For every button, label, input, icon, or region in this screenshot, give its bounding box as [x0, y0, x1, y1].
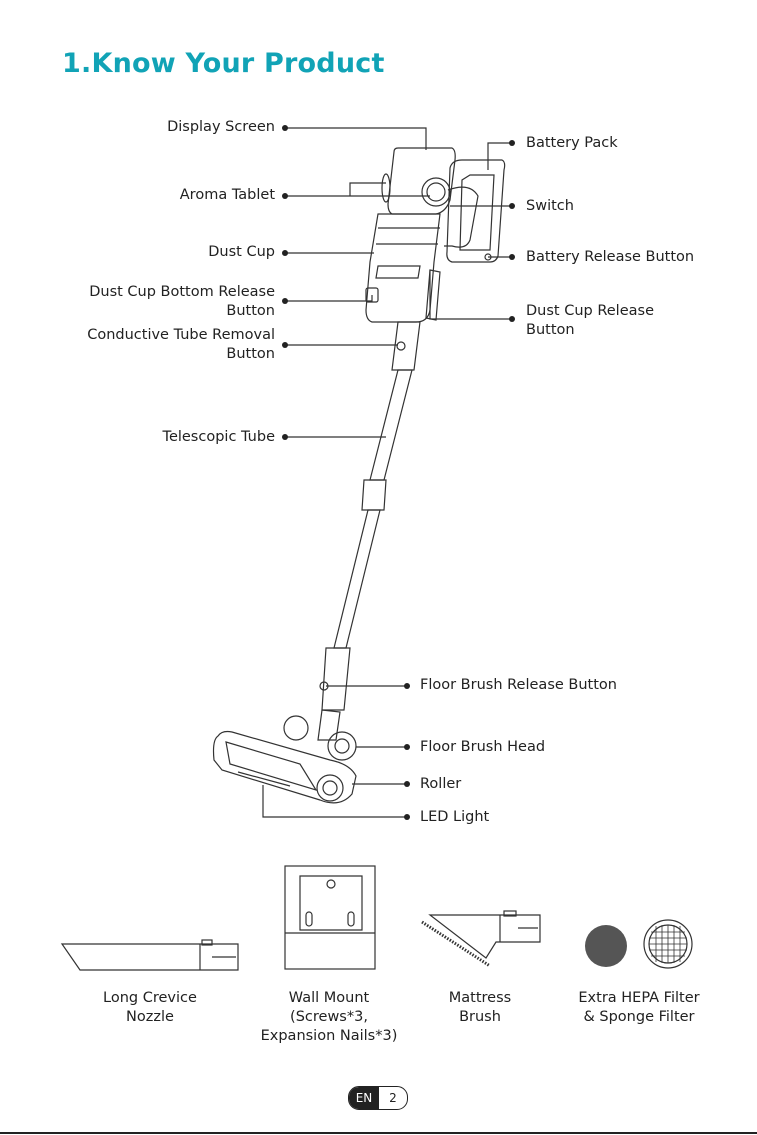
wall-mount — [284, 865, 376, 970]
label-dust-cup-release-1: Dust Cup Release — [526, 303, 654, 319]
leader-dust-cup-bottom-release — [287, 295, 373, 302]
bottom-rule — [0, 1132, 757, 1134]
label-dust-cup-release-2: Button — [526, 322, 575, 338]
accessory-caption-wall-mount: Wall Mount (Screws*3, Expansion Nails*3) — [249, 989, 409, 1046]
hepa-filter — [643, 919, 693, 969]
brush-wheel-right — [327, 731, 357, 761]
leader-led-light — [262, 785, 407, 818]
page-title: 1.Know Your Product — [62, 48, 385, 79]
telescopic-tube-upper — [369, 369, 413, 481]
floor-brush-roller-window — [225, 741, 318, 792]
label-conductive-tube-1: Conductive Tube Removal — [87, 327, 275, 343]
label-display-screen: Display Screen — [167, 119, 275, 135]
dot-led-light — [404, 814, 410, 820]
leader-dust-cup-release — [429, 270, 510, 320]
leader-display-screen — [287, 127, 427, 150]
accessory-caption-filters: Extra HEPA Filter & Sponge Filter — [559, 989, 719, 1027]
accessory-caption-mattress-brush: Mattress Brush — [400, 989, 560, 1027]
leader-aroma-tablet-branch — [349, 182, 386, 196]
telescopic-tube-lower — [333, 509, 381, 649]
battery-release-button — [484, 253, 492, 261]
handle — [444, 186, 479, 248]
telescopic-tube-joint — [361, 479, 387, 511]
accessory-line: Long Crevice — [103, 990, 197, 1006]
accessory-line: (Screws*3, — [290, 1009, 368, 1025]
label-telescopic-tube: Telescopic Tube — [162, 429, 275, 445]
floor-brush-release-button — [319, 681, 329, 691]
dot-display-screen — [282, 125, 288, 131]
label-switch: Switch — [526, 198, 574, 214]
label-dust-cup: Dust Cup — [208, 244, 275, 260]
accessory-line: & Sponge Filter — [583, 1009, 695, 1025]
dot-battery-pack — [509, 140, 515, 146]
page-number: 2 — [389, 1091, 397, 1105]
crevice-nozzle — [60, 943, 239, 971]
accessory-line: Brush — [459, 1009, 501, 1025]
brush-joint — [317, 709, 341, 741]
led-light-strip — [237, 771, 291, 787]
accessory-line: Nozzle — [126, 1009, 174, 1025]
leader-battery-pack — [487, 142, 510, 170]
label-floor-brush-head: Floor Brush Head — [420, 739, 546, 755]
dot-dust-cup-bottom-release — [282, 298, 288, 304]
floor-brush-body — [212, 730, 357, 804]
label-led-light: LED Light — [420, 809, 490, 825]
battery-pack-inner — [459, 174, 495, 251]
dust-cup-window — [375, 265, 421, 279]
dust-cup-release-button — [425, 269, 441, 321]
page-indicator: EN 2 — [348, 1086, 408, 1110]
dot-telescopic-tube — [282, 434, 288, 440]
accessory-line: Expansion Nails*3) — [260, 1028, 398, 1044]
sponge-filter — [585, 925, 627, 967]
dust-cup-bottom-release-button — [365, 287, 379, 303]
label-conductive-tube-2: Button — [226, 346, 275, 362]
label-dust-cup-bottom-release-2: Button — [226, 303, 275, 319]
language-badge: EN — [349, 1087, 379, 1109]
roller-end — [316, 774, 344, 802]
aroma-dial — [421, 177, 451, 207]
label-aroma-tablet: Aroma Tablet — [179, 187, 275, 203]
floor-brush-neck — [321, 647, 351, 711]
conductive-tube-removal-button — [396, 341, 406, 351]
accessory-caption-crevice-nozzle: Long Crevice Nozzle — [70, 989, 230, 1027]
battery-pack — [446, 159, 506, 263]
dot-conductive-tube — [282, 342, 288, 348]
label-battery-release-button: Battery Release Button — [526, 249, 695, 265]
dot-aroma-tablet — [282, 193, 288, 199]
brush-wheel-left — [283, 715, 309, 741]
label-roller: Roller — [420, 776, 462, 792]
accessory-line: Mattress — [448, 990, 512, 1006]
accessory-line: Extra HEPA Filter — [578, 990, 700, 1006]
dot-battery-release — [509, 254, 515, 260]
dot-roller — [404, 781, 410, 787]
label-dust-cup-bottom-release-1: Dust Cup Bottom Release — [89, 284, 275, 300]
dot-dust-cup-release — [509, 316, 515, 322]
aroma-dial-inner — [426, 182, 446, 202]
dot-switch — [509, 203, 515, 209]
tube-connector — [391, 321, 421, 371]
dot-dust-cup — [282, 250, 288, 256]
dot-floor-brush-head — [404, 744, 410, 750]
dot-floor-brush-release — [404, 683, 410, 689]
mattress-bristles — [421, 920, 491, 968]
display-head — [387, 147, 456, 215]
label-floor-brush-release-button: Floor Brush Release Button — [420, 677, 617, 693]
label-battery-pack: Battery Pack — [526, 135, 618, 151]
aroma-tablet-side — [381, 173, 391, 203]
accessory-line: Wall Mount — [288, 990, 370, 1006]
